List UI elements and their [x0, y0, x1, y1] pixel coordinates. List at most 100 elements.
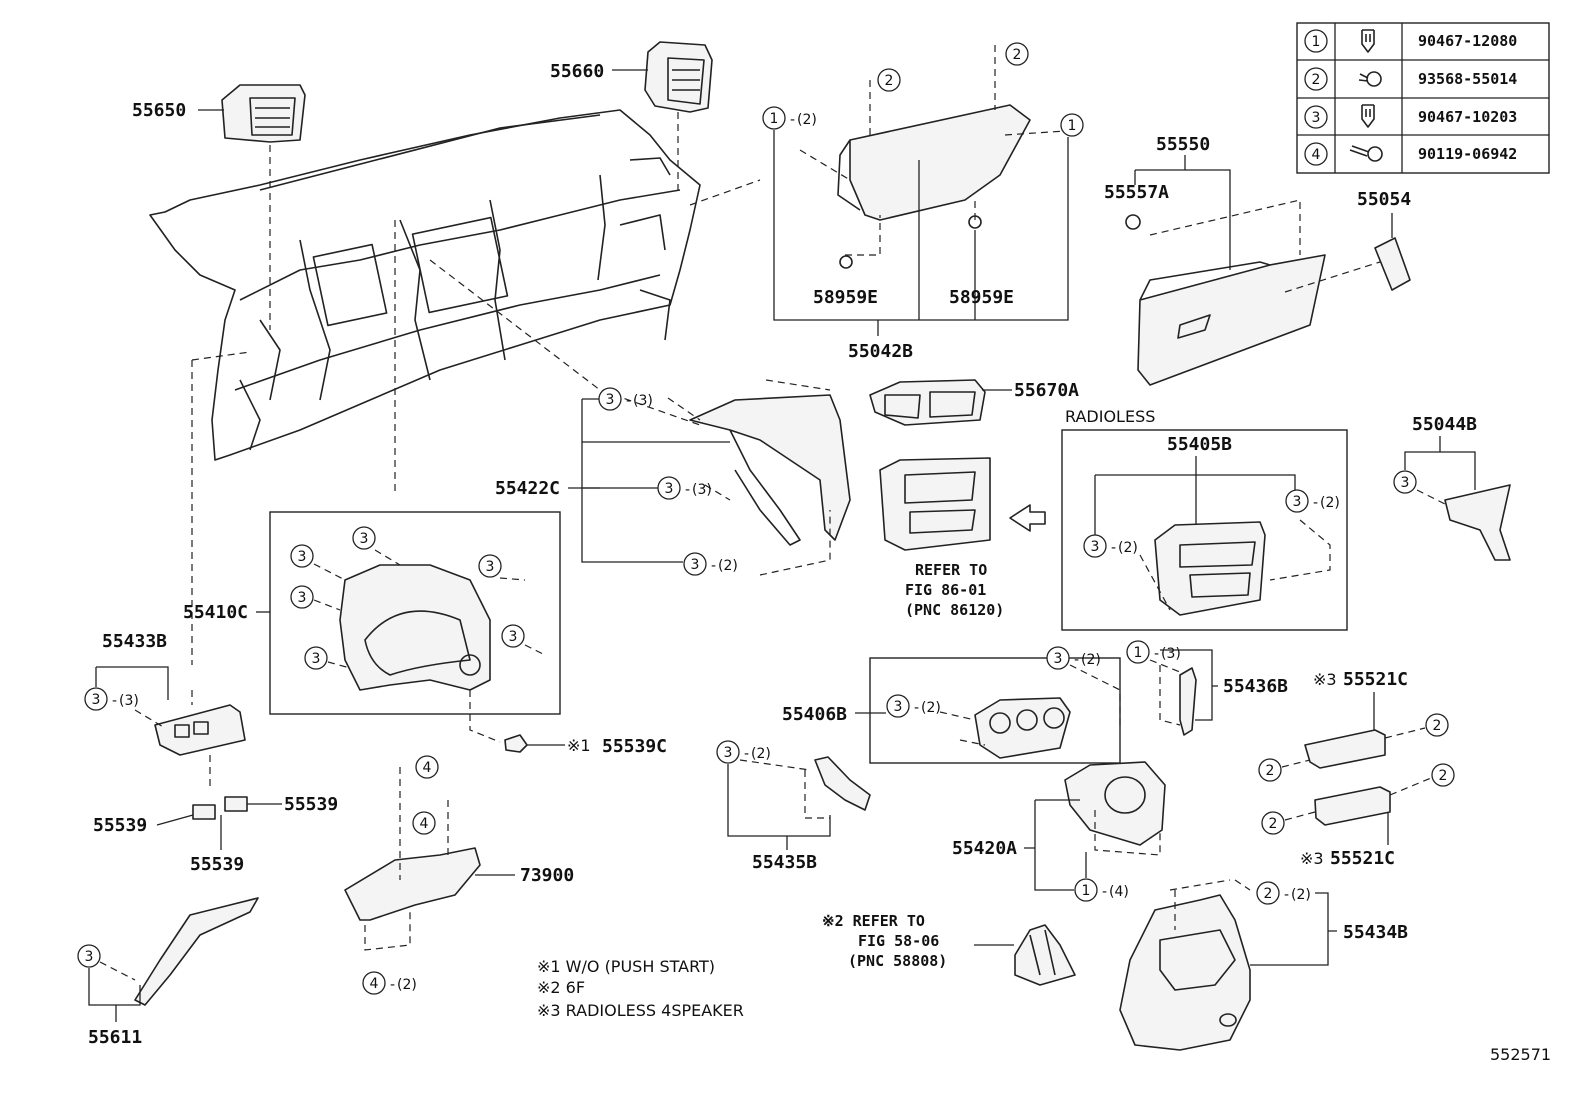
- svg-text:3: 3: [606, 392, 615, 408]
- svg-text:2: 2: [1269, 816, 1278, 832]
- part-55670A-center-vents: [869, 379, 986, 426]
- svg-text:1: 1: [770, 111, 779, 127]
- radioless-title: RADIOLESS: [1065, 407, 1155, 426]
- part-55660-right-vent: [644, 41, 713, 113]
- part-55539C-push-button: [504, 734, 528, 753]
- qty-3-2-a: (2): [718, 558, 738, 574]
- label-55539-b: 55539: [284, 794, 338, 815]
- svg-text:-: -: [1074, 652, 1079, 668]
- cluster-hood-box: [269, 511, 561, 715]
- refer-58-line1: ※2 REFER TO: [822, 912, 925, 930]
- svg-text:3: 3: [1091, 539, 1100, 555]
- svg-text:4: 4: [1312, 147, 1321, 163]
- qty-3-2-c: (2): [1118, 540, 1138, 556]
- mark-55521C-b: ※3: [1300, 849, 1324, 868]
- svg-text:4: 4: [420, 816, 429, 832]
- svg-text:2: 2: [1439, 768, 1448, 784]
- svg-text:1: 1: [1312, 34, 1321, 50]
- label-55521C-a: 55521C: [1343, 669, 1408, 690]
- part-55054-damper: [1374, 237, 1411, 291]
- part-shift-boot-ref: [1014, 924, 1076, 986]
- label-55550: 55550: [1156, 134, 1210, 155]
- svg-text:3: 3: [1312, 110, 1321, 126]
- svg-text:-: -: [1154, 646, 1159, 662]
- label-55650: 55650: [132, 100, 186, 121]
- label-58959E-b: 58959E: [949, 287, 1014, 308]
- label-55557A: 55557A: [1104, 182, 1169, 203]
- svg-text:3: 3: [894, 699, 903, 715]
- svg-text:3: 3: [92, 692, 101, 708]
- part-55435B-side-panel: [814, 756, 871, 811]
- svg-text:-: -: [711, 558, 716, 574]
- svg-text:3: 3: [1293, 494, 1302, 510]
- svg-text:3: 3: [509, 629, 518, 645]
- part-55436B-trim: [1179, 667, 1197, 736]
- label-55539C: 55539C: [602, 736, 667, 757]
- label-55042B: 55042B: [848, 341, 913, 362]
- note-2: ※2 6F: [537, 978, 585, 997]
- label-55670A: 55670A: [1014, 380, 1079, 401]
- label-55433B: 55433B: [102, 631, 167, 652]
- radioless-box: [1061, 429, 1348, 631]
- svg-text:4: 4: [423, 760, 432, 776]
- part-55611-side-trim: [134, 897, 259, 1006]
- qty-3-2-b: (2): [751, 746, 771, 762]
- qty-1-4: (4): [1109, 884, 1129, 900]
- part-55521C-speaker-cover-a: [1304, 729, 1386, 769]
- svg-text:3: 3: [724, 745, 733, 761]
- clip-58959E-b: [968, 215, 982, 229]
- label-55521C-b: 55521C: [1330, 848, 1395, 869]
- instrument-panel-frame: [149, 109, 701, 461]
- clip-58959E-a: [839, 255, 853, 269]
- svg-text:3: 3: [1401, 475, 1410, 491]
- part-55422C-cluster-panel: [689, 394, 851, 546]
- label-55434B: 55434B: [1343, 922, 1408, 943]
- part-73900-knee-panel: [344, 847, 481, 921]
- svg-text:-: -: [685, 482, 690, 498]
- qty-4-2: (2): [397, 977, 417, 993]
- svg-text:-: -: [112, 693, 117, 709]
- label-55422C: 55422C: [495, 478, 560, 499]
- note-3: ※3 RADIOLESS 4SPEAKER: [537, 1001, 744, 1020]
- label-55539-c: 55539: [190, 854, 244, 875]
- svg-text:2: 2: [1266, 763, 1275, 779]
- svg-text:2: 2: [1264, 886, 1273, 902]
- figure-id: 552571: [1490, 1045, 1551, 1064]
- svg-text:3: 3: [360, 531, 369, 547]
- svg-text:-: -: [790, 112, 795, 128]
- svg-text:3: 3: [298, 549, 307, 565]
- label-55410C: 55410C: [183, 602, 248, 623]
- bolt-icon: [1349, 145, 1383, 162]
- svg-text:1: 1: [1134, 645, 1143, 661]
- label-55406B: 55406B: [782, 704, 847, 725]
- svg-text:2: 2: [1013, 47, 1022, 63]
- part-upper-glove-panel: [837, 104, 1031, 221]
- clip-icon: [1361, 29, 1375, 53]
- label-55435B: 55435B: [752, 852, 817, 873]
- qty-3-2-d: (2): [1320, 495, 1340, 511]
- part-55420A-shift-bezel: [1064, 761, 1166, 846]
- note-1: ※1 W/O (PUSH START): [537, 957, 715, 976]
- screw-icon: [1358, 71, 1382, 87]
- label-55611: 55611: [88, 1027, 142, 1048]
- svg-text:-: -: [914, 700, 919, 716]
- svg-text:3: 3: [691, 557, 700, 573]
- qty-1-3: (3): [1161, 646, 1181, 662]
- legend-part-3: 90467-10203: [1418, 108, 1517, 126]
- legend-part-4: 90119-06942: [1418, 145, 1517, 163]
- svg-text:-: -: [1111, 540, 1116, 556]
- svg-text:3: 3: [312, 651, 321, 667]
- label-73900: 73900: [520, 865, 574, 886]
- refer-58-line3: (PNC 58808): [848, 952, 947, 970]
- part-55044B-side-cover: [1444, 484, 1511, 561]
- svg-text:-: -: [1313, 495, 1318, 511]
- svg-text:3: 3: [486, 559, 495, 575]
- svg-text:-: -: [744, 746, 749, 762]
- svg-text:1: 1: [1082, 883, 1091, 899]
- refer-86-line3: (PNC 86120): [905, 601, 1004, 619]
- refer-58-line2: FIG 58-06: [858, 932, 939, 950]
- part-radio-bezel-ref: [879, 457, 991, 551]
- part-55539-switches: [192, 796, 248, 820]
- part-55434B-console: [1119, 894, 1251, 1051]
- qty-3-3-b: (3): [692, 482, 712, 498]
